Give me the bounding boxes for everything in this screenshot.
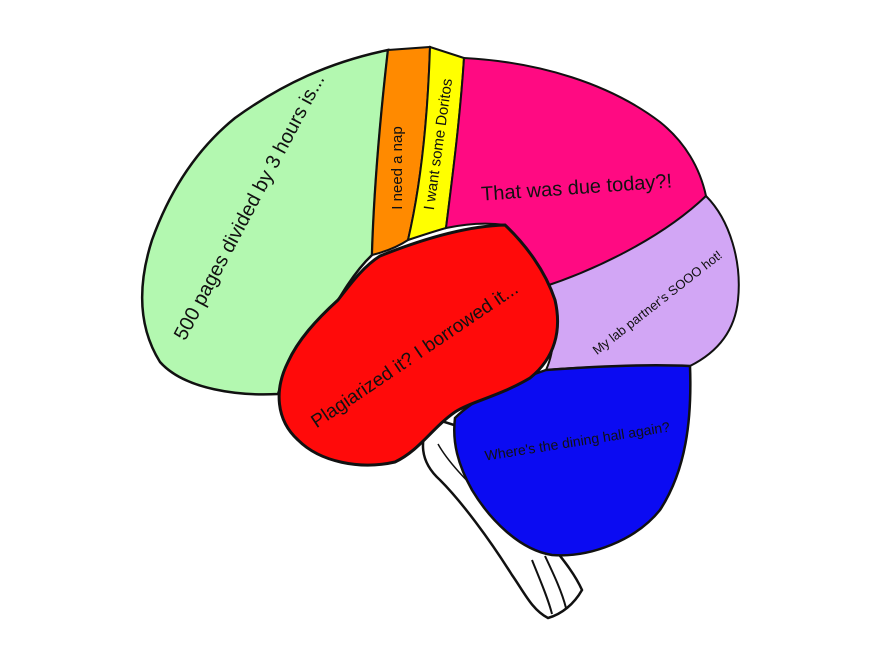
brain-stem-ridge bbox=[544, 555, 567, 609]
region-temporal bbox=[277, 223, 559, 467]
region-cerebellum bbox=[453, 363, 692, 557]
label-motor: I need a nap bbox=[389, 126, 406, 209]
brain-stem-ridge bbox=[531, 559, 553, 615]
